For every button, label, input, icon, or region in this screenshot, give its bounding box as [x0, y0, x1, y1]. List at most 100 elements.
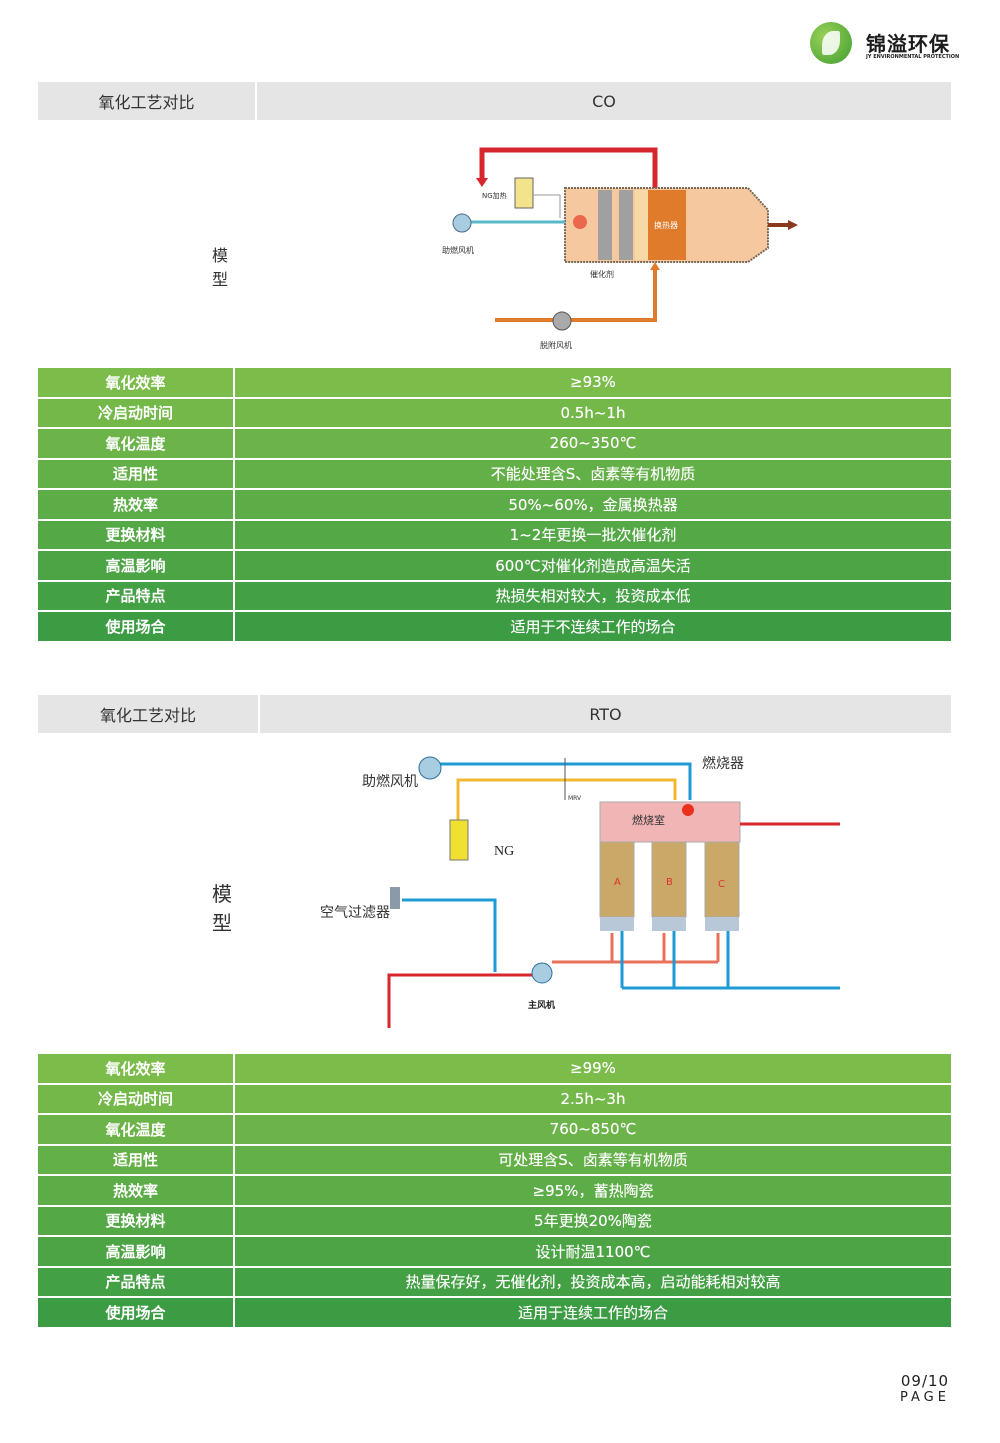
bed-a-label: A — [614, 877, 621, 888]
spec-row: 使用场合 适用于连续工作的场合 — [38, 1298, 951, 1327]
spec-row: 氧化效率≥93% — [38, 368, 951, 397]
spec-key: 氧化温度 — [38, 1115, 235, 1144]
spec-key: 产品特点 — [38, 1267, 235, 1296]
catalyst-label: 催化剂 — [590, 269, 614, 279]
bed-b-label: B — [666, 877, 673, 888]
header-value: CO — [592, 91, 616, 111]
spec-value: 热量保存好，无催化剂，投资成本高，启动能耗相对较高 — [405, 1273, 781, 1292]
model-label: 模型 — [212, 246, 229, 289]
spec-key: 使用场合 — [38, 1298, 235, 1327]
page-number: 09/10 — [900, 1372, 950, 1390]
main-fan-icon — [531, 962, 553, 984]
inlet-pipe — [387, 973, 535, 1028]
arrow-icon — [650, 262, 660, 270]
regenerator-bed-a — [599, 841, 635, 918]
spec-key: 使用场合 — [38, 612, 235, 641]
mrv-label: MRV — [568, 795, 582, 802]
spec-key: 产品特点 — [38, 581, 235, 610]
spec-row: 产品特点 热量保存好，无催化剂，投资成本高，启动能耗相对较高 — [38, 1267, 951, 1296]
filter-line — [402, 898, 497, 972]
spec-key: 高温影响 — [38, 551, 235, 580]
spec-row: 高温影响 设计耐温1100℃ — [38, 1237, 951, 1266]
distribution-pipe — [552, 933, 720, 964]
desorption-fan-label: 脱附风机 — [540, 340, 572, 350]
spec-value: 可处理含S、卤素等有机物质 — [498, 1151, 688, 1170]
arrow-icon — [476, 178, 488, 187]
spec-key: 氧化温度 — [38, 429, 235, 458]
combustion-fan-label: 助燃风机 — [442, 245, 474, 255]
rto-section: 氧化工艺对比 RTO — [38, 695, 951, 733]
air-line — [440, 762, 692, 800]
spec-key: 冷启动时间 — [38, 1084, 235, 1113]
plenum — [600, 917, 634, 931]
spec-row: 适用性 不能处理含S、卤素等有机物质 — [38, 459, 951, 488]
spec-value: ≥99% — [570, 1059, 616, 1078]
gas-line — [456, 778, 677, 820]
brand-logo: 锦溢环保 JY ENVIRONMENTAL PROTECTION — [810, 22, 960, 66]
catalyst-bed — [619, 190, 633, 260]
spec-value: 760~850℃ — [549, 1120, 637, 1139]
header-label: 氧化工艺对比 — [38, 82, 257, 120]
spec-key: 高温影响 — [38, 1237, 235, 1266]
desorption-pipe — [495, 268, 657, 322]
ng-label: NG — [494, 844, 514, 859]
spec-row: 冷启动时间 2.5h~3h — [38, 1084, 951, 1113]
leaf-logo-icon — [810, 22, 852, 64]
section-header: 氧化工艺对比 RTO — [38, 695, 951, 733]
spec-key: 热效率 — [38, 1176, 235, 1205]
spec-row: 热效率≥95%，蓄热陶瓷 — [38, 1176, 951, 1205]
combustion-fan-label: 助燃风机 — [362, 773, 418, 790]
spec-value: 不能处理含S、卤素等有机物质 — [490, 465, 696, 484]
regenerator-bed-c — [704, 841, 740, 918]
spec-value: 0.5h~1h — [560, 403, 626, 422]
spec-row: 产品特点 热损失相对较大，投资成本低 — [38, 581, 951, 610]
spec-key: 适用性 — [38, 1145, 235, 1174]
rto-process-diagram: MRV 助燃风机 燃烧器 NG 燃烧室 A B C 空气过滤器 主风机 — [320, 755, 840, 1028]
flame-icon — [682, 804, 694, 816]
spec-row: 使用场合 适用于不连续工作的场合 — [38, 612, 951, 641]
spec-row: 更换材料 5年更换20%陶瓷 — [38, 1206, 951, 1235]
spec-value: 设计耐温1100℃ — [535, 1242, 651, 1261]
ng-pump-icon — [449, 819, 469, 861]
spec-value: 260~350℃ — [549, 434, 637, 453]
chamber-label: 燃烧室 — [632, 813, 665, 827]
spec-value: 适用于不连续工作的场合 — [510, 617, 676, 636]
co-section: 氧化工艺对比 CO — [38, 82, 951, 120]
brand-subtitle: JY ENVIRONMENTAL PROTECTION — [866, 54, 960, 60]
recirculation-pipe — [479, 147, 658, 210]
spec-value: 1~2年更换一批次催化剂 — [509, 526, 677, 545]
return-pipe — [620, 931, 840, 990]
page-indicator: 09/10 PAGE — [900, 1372, 950, 1405]
ng-line — [533, 194, 561, 218]
fan-icon — [452, 213, 472, 233]
spec-row: 氧化温度 760~850℃ — [38, 1115, 951, 1144]
header-value: RTO — [589, 704, 622, 724]
combustion-chamber — [599, 801, 741, 843]
spec-value: 适用于连续工作的场合 — [517, 1303, 668, 1322]
heat-exchanger — [648, 190, 686, 260]
header-label: 氧化工艺对比 — [38, 695, 260, 733]
spec-key: 更换材料 — [38, 520, 235, 549]
spec-value: 2.5h~3h — [560, 1089, 626, 1108]
spec-key: 氧化效率 — [38, 1054, 235, 1083]
spec-value: 热损失相对较大，投资成本低 — [495, 587, 691, 606]
spec-key: 氧化效率 — [38, 368, 235, 397]
main-fan-label: 主风机 — [528, 999, 555, 1011]
spec-row: 适用性 可处理含S、卤素等有机物质 — [38, 1145, 951, 1174]
page-label: PAGE — [900, 1390, 950, 1405]
ng-heating-label: NG加热 — [482, 191, 507, 200]
plenum — [652, 917, 686, 931]
flame-icon — [573, 215, 587, 229]
spec-value: 5年更换20%陶瓷 — [534, 1212, 652, 1231]
spec-row: 更换材料 1~2年更换一批次催化剂 — [38, 520, 951, 549]
bed-c-label: C — [718, 879, 725, 890]
fan-icon — [418, 756, 442, 780]
spec-key: 更换材料 — [38, 1206, 235, 1235]
spec-row: 氧化效率 ≥99% — [38, 1054, 951, 1083]
air-filter-icon — [390, 887, 400, 909]
spec-key: 适用性 — [38, 459, 235, 488]
gap — [635, 190, 649, 260]
